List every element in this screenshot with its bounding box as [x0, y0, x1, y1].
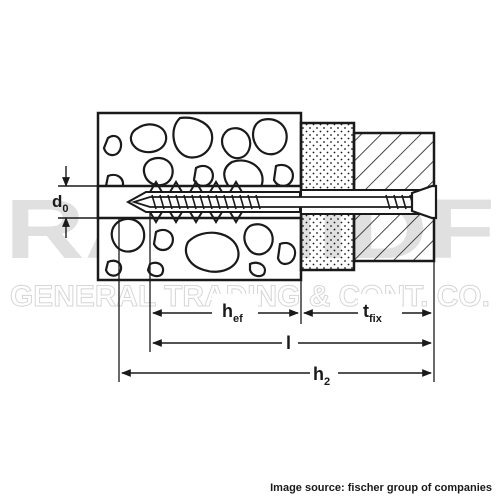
label-hef: hef: [222, 301, 243, 325]
anchor-assembly: [96, 180, 438, 224]
aggregate-stones: [102, 116, 297, 278]
label-h2: h2: [313, 364, 330, 388]
dim-d0: [58, 166, 98, 238]
label-tfix: tfix: [363, 301, 383, 325]
label-d0: d0: [52, 192, 69, 215]
screw-thread: [151, 194, 415, 210]
extension-lines: [118, 212, 435, 382]
plug-fins: [149, 180, 243, 224]
label-l: l: [286, 333, 291, 353]
image-credit: Image source: fischer group of companies: [270, 482, 492, 494]
screw-head: [410, 184, 438, 220]
